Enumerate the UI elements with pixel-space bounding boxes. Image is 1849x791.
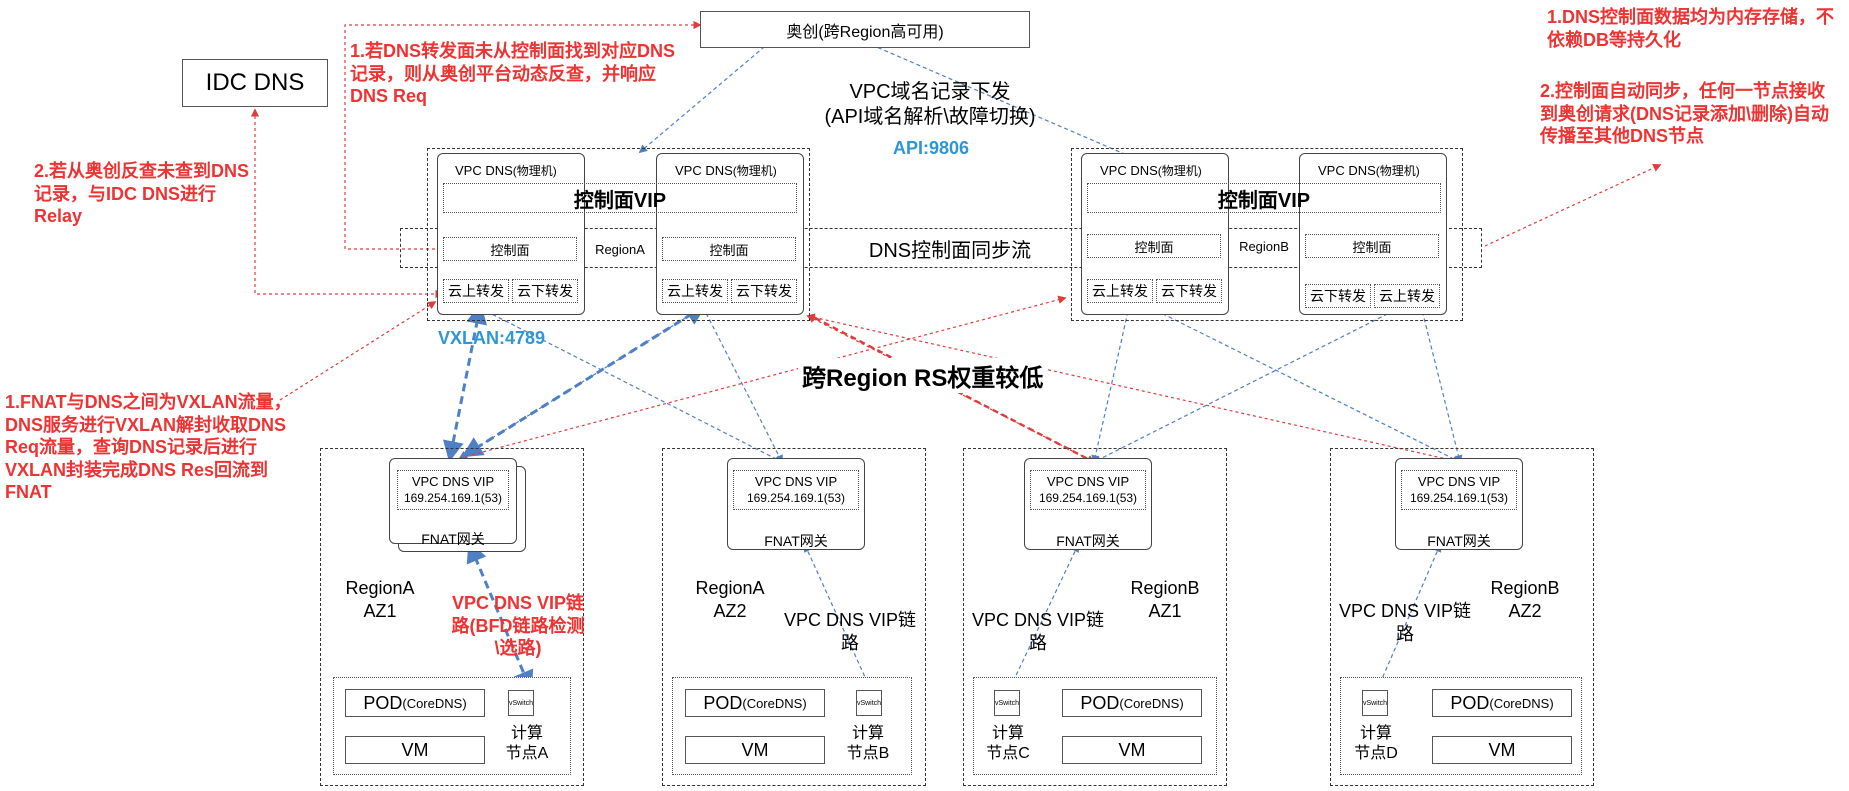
sync-band [400,228,1482,268]
vxlan-port-label: VXLAN:4789 [438,328,546,348]
note-vxlan: 1.FNAT与DNS之间为VXLAN流量，DNS服务进行VXLAN解封收取DNS… [5,392,292,502]
fnat-b2-label: FNAT网关 [1427,533,1491,549]
cluster-region-a [427,148,810,321]
cloud-down-b1: 云下转发 [1156,279,1222,303]
az-region-a-az1 [320,448,584,786]
api-port-label: API:9806 [893,138,970,158]
dns-node-a2 [656,153,804,315]
az-region-b-az2 [1330,448,1594,786]
cloud-up-a1: 云上转发 [443,279,509,303]
control-plane-b1: 控制面 [1087,234,1221,258]
fnat-b2 [1395,458,1523,550]
vpc-record-text: VPC域名记录下发 (API域名解析\故障切换) [810,80,1050,130]
vx-a2-a2 [702,305,783,464]
vswitch-c-icon: vSwitch [994,690,1020,716]
api-line-b [864,41,1182,180]
relay-line [250,108,444,299]
note-right-line [1484,164,1662,247]
compute-node-c-label: 计算节点C [986,725,1030,762]
cloud-down-a1: 云下转发 [512,279,578,303]
cloud-up-b2: 云上转发 [1374,284,1440,308]
fnat-a2 [727,458,865,550]
cross-region-label: 跨Region RS权重较低 [798,358,1048,393]
link-b2 [1376,543,1442,690]
fnat-a2-label: FNAT网关 [764,533,828,549]
control-plane-b2: 控制面 [1305,234,1439,258]
cloud-down-a2: 云下转发 [731,279,797,303]
cloud-up-b1: 云上转发 [1087,279,1153,303]
vpc-record-sub: (API域名解析\故障切换) [824,106,1036,128]
dns-node-a1 [437,153,585,315]
note-relay: 2.若从奥创反查未查到DNS记录，与IDC DNS进行Relay [34,161,250,226]
cluster-region-b [1071,148,1463,321]
vx-b2-b1 [1092,297,1421,463]
fnat-a1 [389,458,517,544]
note-memory-storage: 1.DNS控制面数据均为内存存储，不依赖DB等持久化 [1547,7,1835,50]
control-plane-a1: 控制面 [443,237,577,261]
pod-a: POD(CoreDNS) [345,689,485,717]
vpc-record-label: VPC域名记录下发 [849,81,1011,103]
vswitch-b-icon: vSwitch [856,690,882,716]
note-left-line [279,301,437,401]
dns-node-b1-title: VPC DNS(物理机) [1100,163,1202,178]
region-b-label: RegionB [1239,238,1289,254]
pod-c: POD(CoreDNS) [1062,689,1202,717]
control-vip-b: 控制面VIP [1087,183,1441,213]
compute-node-d-label: 计算节点D [1354,725,1398,762]
note-reverse-lookup: 1.若DNS转发面未从控制面找到对应DNS记录，则从奥创平台动态反查，并响应DN… [350,41,676,106]
idc-dns-label: IDC DNS [205,69,305,96]
vip-link-b1: VPC DNS VIP链路 [971,610,1105,653]
aochuang-label: 奥创(跨Region高可用) [786,23,944,41]
vm-a: VM [345,736,485,764]
link-a2 [803,543,872,690]
note-auto-sync: 2.控制面自动同步，任何一节点接收到奥创请求(DNS记录添加\删除)自动传播至其… [1540,81,1829,146]
idc-dns-box: IDC DNS [182,59,328,107]
sync-flow-label: DNS控制面同步流 [868,239,1032,262]
vx-b1-b2 [1129,297,1462,463]
link-b1 [1009,543,1079,690]
pod-d: POD(CoreDNS) [1432,689,1572,717]
vip-link-b2: VPC DNS VIP链路 [1338,601,1472,644]
dns-node-a2-title: VPC DNS(物理机) [675,163,777,178]
vm-d: VM [1432,736,1572,764]
vip-link-a2: VPC DNS VIP链路 [783,610,917,653]
vip-link-bfd: VPC DNS VIP链路(BFD链路检测\选路) [451,593,585,658]
vm-c: VM [1062,736,1202,764]
az-region-a-az2 [662,448,926,786]
region-a-label: RegionA [595,241,645,257]
cloud-up-a2: 云上转发 [662,279,728,303]
compute-node-b-label: 计算节点B [846,725,890,762]
control-plane-a2: 控制面 [662,237,796,261]
vx-b2-b2 [1416,296,1463,464]
dns-node-a1-title: VPC DNS(物理机) [455,163,557,178]
cloud-down-b2: 云下转发 [1305,284,1371,308]
vswitch-a-icon: vSwitch [508,690,534,716]
fnat-b1-label: FNAT网关 [1056,533,1120,549]
dns-node-b2-title: VPC DNS(物理机) [1318,163,1420,178]
aochuang-box: 奥创(跨Region高可用) [700,11,1030,48]
compute-node-a-label: 计算节点A [505,725,549,762]
vx-b1-b1 [1091,296,1134,464]
fnat-a1-label: FNAT网关 [421,531,485,547]
pod-b: POD(CoreDNS) [685,689,825,717]
vswitch-d-icon: vSwitch [1362,690,1388,716]
vm-b: VM [685,736,825,764]
fnat-b1 [1024,458,1152,550]
control-vip-a: 控制面VIP [443,183,797,213]
api-line-a [638,41,771,154]
az-region-b-az1 [963,448,1227,786]
